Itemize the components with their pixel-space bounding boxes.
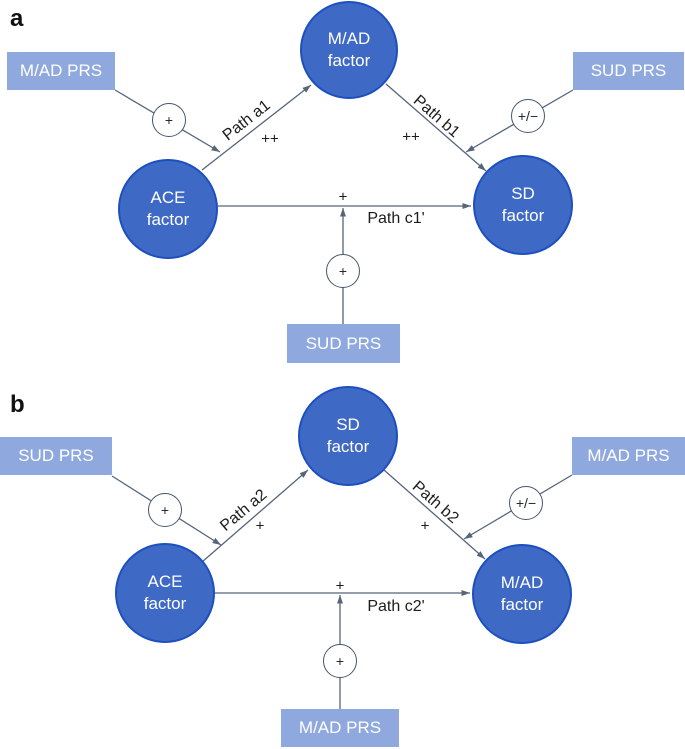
arrowhead: [466, 145, 475, 152]
path-c2-label: Path c2': [367, 598, 425, 615]
path-c1-sign: +: [338, 188, 348, 206]
sud-prs-box-b: SUD PRS: [0, 437, 112, 475]
sud-prs-bottom-box-a: SUD PRS: [287, 324, 400, 363]
moderation-sign-circle-left-a: +: [152, 103, 186, 137]
arrowhead: [462, 203, 471, 209]
path-b1-sign: ++: [402, 128, 420, 146]
path-b2-line: [383, 469, 486, 560]
arrowhead: [299, 470, 308, 478]
mad-prs-bottom-box-b: M/AD PRS: [281, 709, 399, 747]
panel-b-label: b: [10, 391, 25, 418]
arrowhead: [476, 551, 485, 559]
arrowhead: [212, 537, 221, 545]
moderation-sign-circle-right-a: +/−: [511, 99, 545, 133]
sd-factor-circle-b: SD factor: [298, 386, 398, 486]
path-a2-line: [201, 469, 309, 563]
mad-prs-box-b: M/AD PRS: [572, 437, 685, 475]
moderation-sign-circle-left-b: +: [148, 493, 182, 527]
panel-a-label: a: [10, 5, 24, 32]
arrowhead: [211, 145, 220, 152]
mad-factor-circle-a: M/AD factor: [300, 1, 398, 99]
path-c2-sign: +: [335, 577, 345, 595]
arrowhead: [302, 85, 311, 93]
mad-factor-circle-b: M/AD factor: [472, 544, 572, 644]
ace-factor-circle-a: ACE factor: [118, 159, 218, 259]
sud-prs-box-a: SUD PRS: [573, 52, 684, 90]
path-a1-line: [201, 84, 312, 171]
path-a2-sign: +: [255, 517, 265, 535]
moderation-sign-circle-right-b: +/−: [509, 486, 543, 520]
path-b2-sign: +: [420, 517, 430, 535]
path-b1-line: [385, 83, 487, 172]
arrowhead: [477, 163, 486, 171]
moderation-sign-circle-bottom-b: +: [323, 644, 357, 678]
arrowhead: [340, 208, 346, 217]
arrowhead: [337, 595, 343, 604]
ace-factor-circle-b: ACE factor: [115, 543, 215, 643]
mad-prs-box-a: M/AD PRS: [7, 52, 115, 90]
path-a1-sign: ++: [261, 130, 279, 148]
arrowhead: [461, 590, 470, 596]
path-c1-label: Path c1': [367, 210, 425, 227]
arrowhead: [464, 532, 473, 539]
moderation-sign-circle-bottom-a: +: [326, 254, 360, 288]
sd-factor-circle-a: SD factor: [473, 155, 573, 255]
